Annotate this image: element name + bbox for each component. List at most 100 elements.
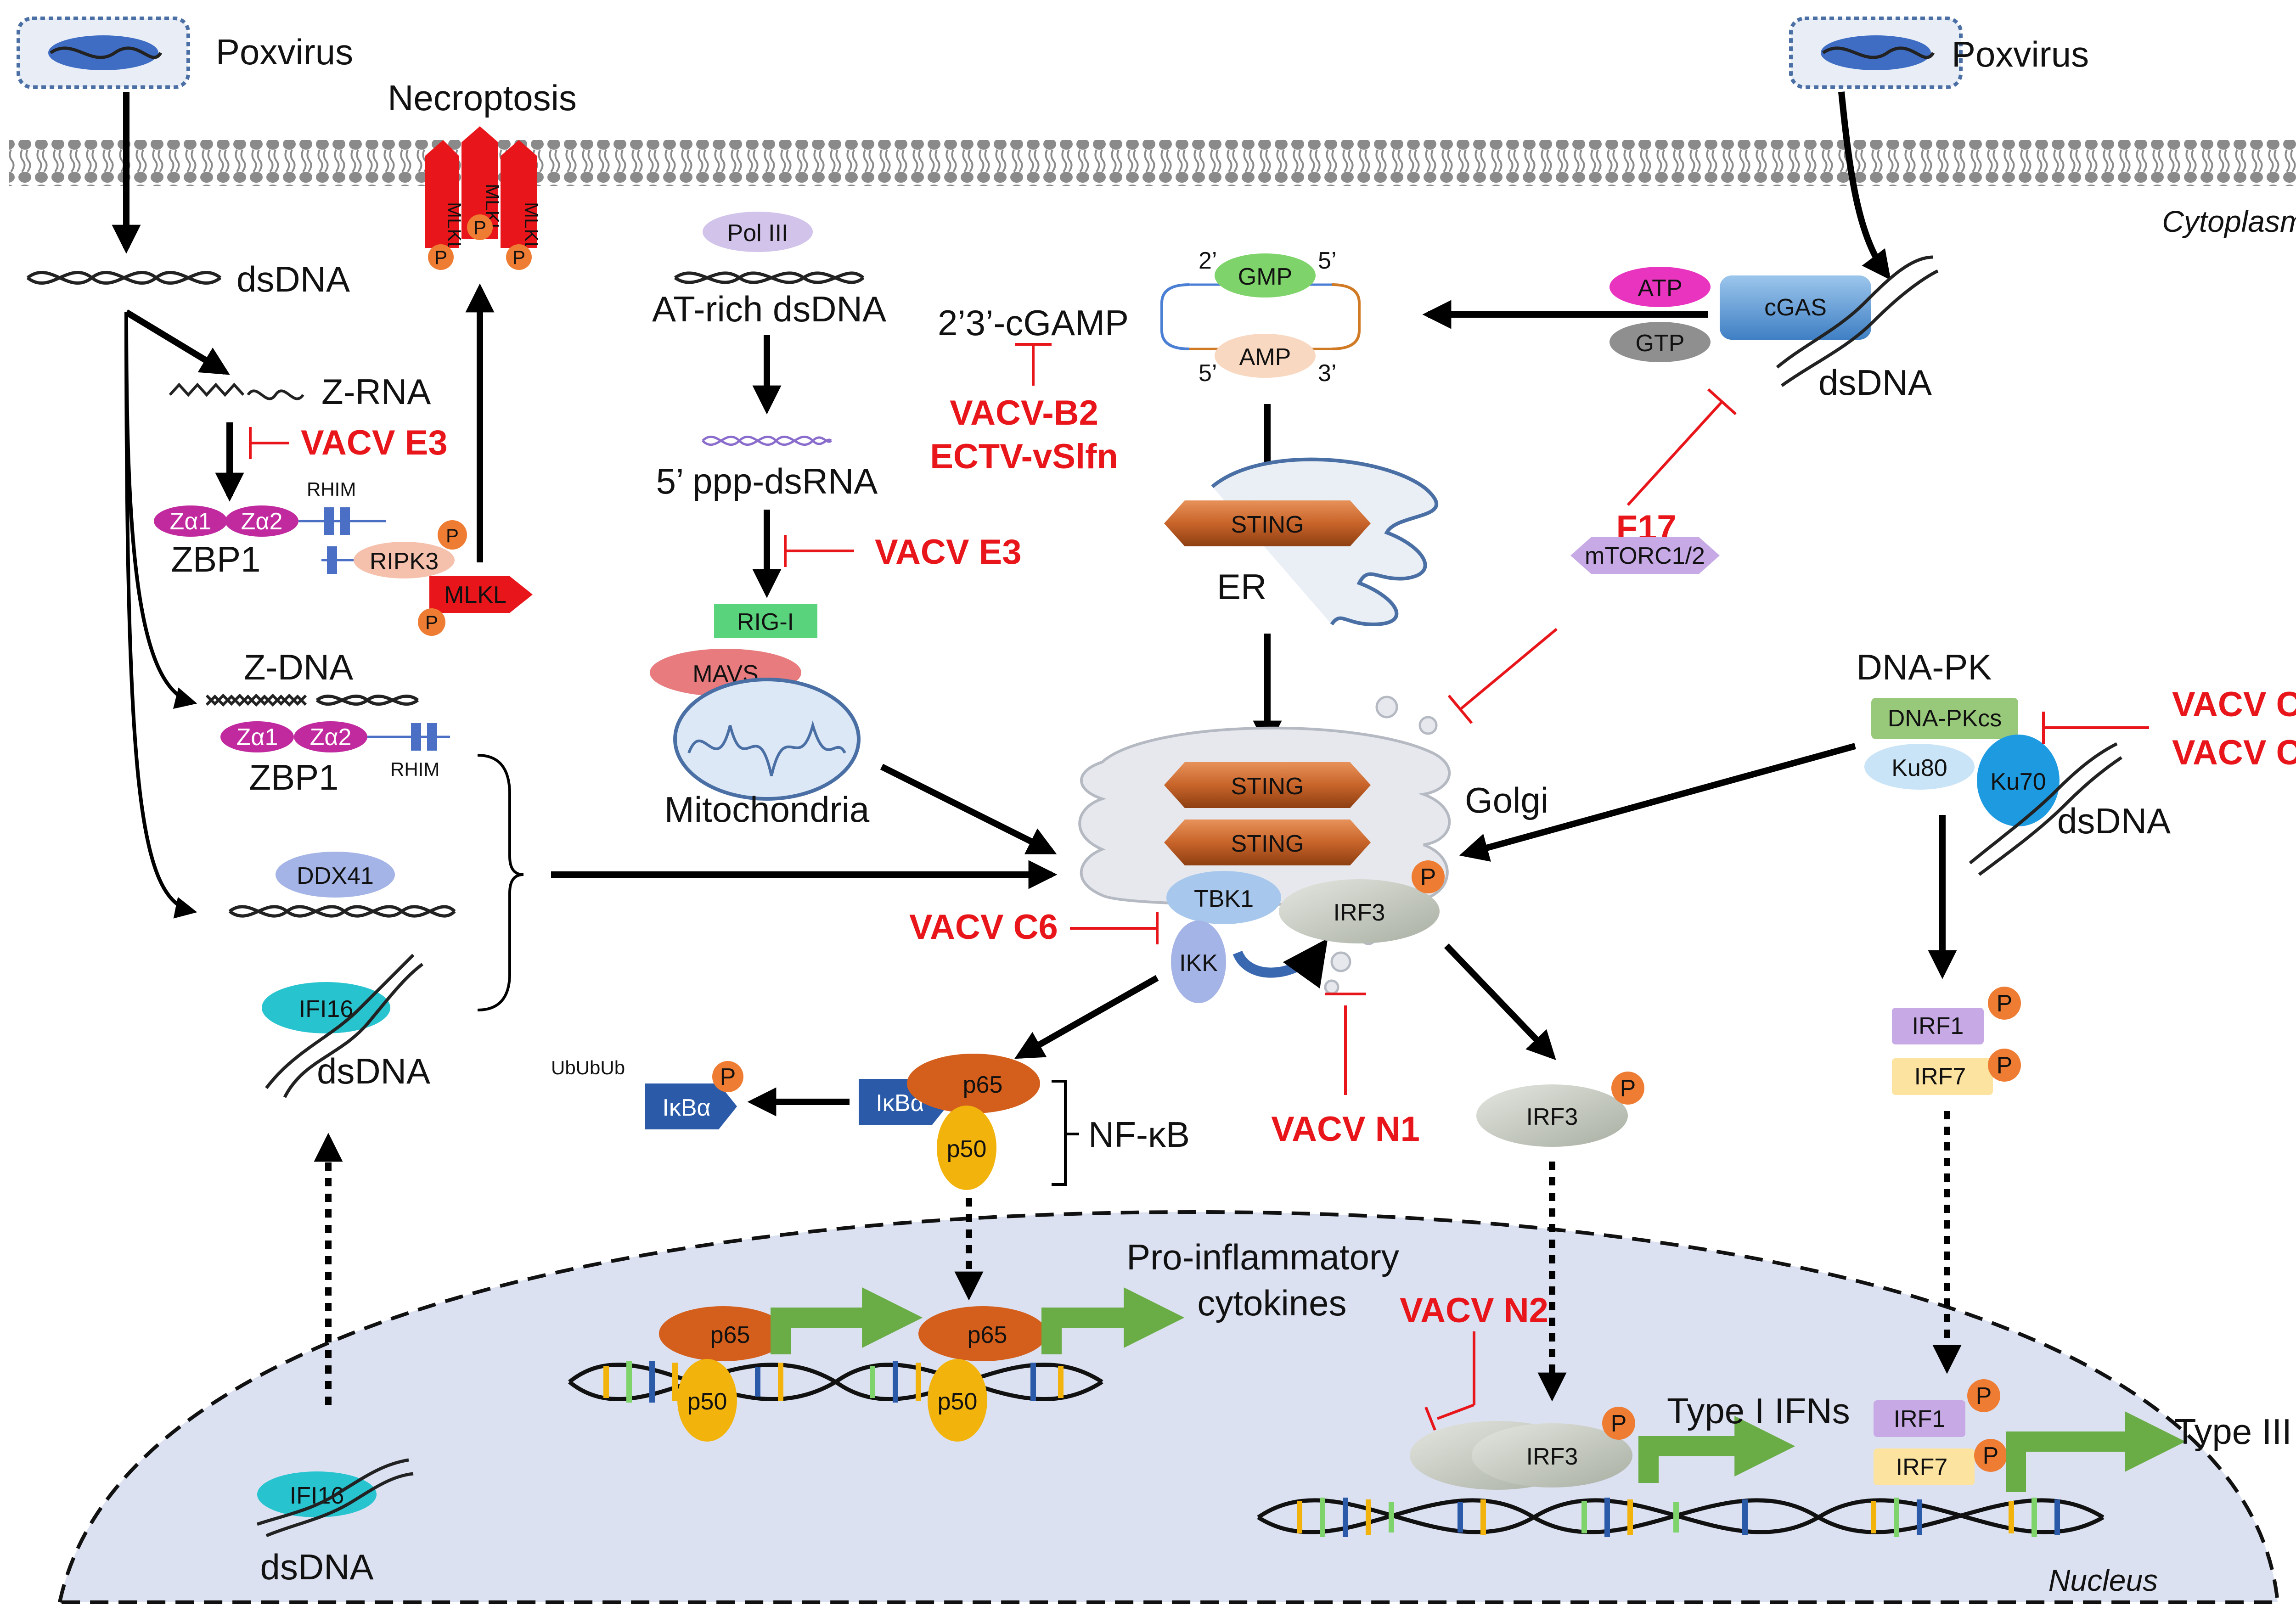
arrow-mavs-to-sting (880, 763, 1057, 855)
svg-text:IRF3: IRF3 (1526, 1443, 1578, 1470)
vacv-b2-label: VACV-B2 (950, 393, 1098, 432)
plasma-membrane: Cytoplasm (9, 140, 2296, 238)
svg-text:Zα2: Zα2 (241, 508, 283, 535)
ifi16-cytoplasm-dsdna-label: dsDNA (317, 1051, 430, 1091)
dna-pk-label: DNA-PK (1857, 647, 1992, 687)
svg-text:UbUbUb: UbUbUb (551, 1057, 625, 1078)
z-rna: Z-RNA (169, 371, 431, 412)
at-rich-dsdna-label: AT-rich dsDNA (652, 289, 886, 329)
pro-inflammatory-label-2: cytokines (1197, 1283, 1346, 1323)
cytoplasm-label: Cytoplasm (2162, 204, 2296, 238)
svg-text:5’: 5’ (1318, 247, 1336, 274)
sting-golgi-1: STING (1164, 762, 1371, 808)
svg-text:p50: p50 (938, 1388, 978, 1415)
vacv-c6-label: VACV C6 (909, 908, 1058, 947)
dna-pk: DNA-PK DNA-PKcs Ku80 Ku70 dsDNA (1857, 647, 2171, 876)
dna-pk-dsdna-label: dsDNA (2057, 801, 2171, 841)
ikba-ubiquitinated: IκBα P UbUbUb (551, 1057, 743, 1129)
ifi16-nucleus-dsdna-label: dsDNA (260, 1547, 373, 1587)
er-label: ER (1217, 567, 1266, 607)
ppp-dsrna: 5’ ppp-dsRNA (656, 435, 878, 501)
svg-text:P: P (1997, 990, 2013, 1017)
svg-text:RHIM: RHIM (390, 758, 439, 780)
svg-text:IRF7: IRF7 (1914, 1063, 1966, 1090)
ectv-vslfn-label: ECTV-vSlfn (930, 437, 1118, 476)
cgas-dsdna-label: dsDNA (1818, 362, 1932, 403)
arrow-irf3-to-free-irf3 (1444, 943, 1556, 1061)
svg-text:2’: 2’ (1199, 247, 1217, 274)
svg-text:RIG-I: RIG-I (737, 609, 794, 635)
sting-golgi-2: STING (1164, 820, 1371, 865)
svg-text:AMP: AMP (1239, 344, 1291, 370)
sting-er: STING (1164, 500, 1371, 546)
z-dna-label: Z-DNA (244, 647, 353, 687)
svg-text:3’: 3’ (1318, 360, 1336, 387)
zbp1-bottom: Zα1 Zα2 RHIM ZBP1 (220, 721, 450, 797)
svg-text:P: P (1611, 1410, 1627, 1437)
vacv-n1-label: VACV N1 (1271, 1110, 1420, 1149)
arrow-poxvirus-to-cgas (1838, 91, 1891, 281)
svg-text:5’: 5’ (1199, 360, 1217, 387)
green-arrow-nfkb-2 (1041, 1287, 1185, 1354)
vacv-c6-inhibitor: VACV C6 (909, 908, 1159, 947)
svg-text:MLKL: MLKL (444, 582, 506, 608)
svg-text:p50: p50 (947, 1136, 987, 1162)
irf3-golgi: IRF3 P (1279, 860, 1445, 943)
svg-text:P: P (1420, 864, 1436, 891)
tbk1: TBK1 (1166, 871, 1281, 924)
ifi16-nucleus: IFI16 dsDNA (256, 1458, 414, 1587)
necroptosis-label: Necroptosis (388, 78, 577, 118)
dsdna-left-top-label: dsDNA (236, 259, 350, 299)
svg-text:P: P (1983, 1443, 1999, 1469)
arrow-ikk-to-nfkb (1014, 975, 1159, 1059)
svg-text:Zα2: Zα2 (310, 724, 352, 751)
svg-text:P: P (446, 525, 459, 546)
vacv-b2-inhibitor: VACV-B2 ECTV-vSlfn (930, 343, 1118, 476)
nfkb-dna-bound-2: p65 p50 (918, 1306, 1047, 1442)
ddx41: DDX41 (228, 852, 456, 918)
pol3: Pol III AT-rich dsDNA (652, 212, 886, 329)
vacv-e3-label-2: VACV E3 (875, 533, 1022, 572)
irf1-irf7-cytoplasm: IRF1 P IRF7 P (1892, 987, 2021, 1095)
nuclear-dna-left (568, 1361, 1103, 1403)
poxvirus-right-label: Poxvirus (1952, 34, 2089, 74)
arrow-dsdna-to-ddx41 (124, 312, 197, 919)
z-rna-label: Z-RNA (321, 371, 431, 412)
ppp-dsrna-label: 5’ ppp-dsRNA (656, 461, 878, 501)
ripk3: RIPK3 P (321, 520, 467, 578)
green-arrow-nfkb-1 (771, 1287, 923, 1354)
cgamp: GMP AMP 2’ 5’ 5’ 3’ 2’3’-cGAMP (938, 247, 1361, 387)
svg-text:P: P (1620, 1075, 1636, 1102)
svg-text:RHIM: RHIM (307, 478, 356, 500)
type1-ifns-label: Type I IFNs (1667, 1391, 1850, 1431)
mlkl-pore: Necroptosis MLKL MLKL MLKL P P P (388, 78, 577, 270)
arrow-dsdna-to-zrna (124, 309, 230, 375)
vacv-e3-label-1: VACV E3 (301, 423, 448, 462)
nfkb-label: NF-κB (1088, 1114, 1190, 1155)
svg-text:TBK1: TBK1 (1194, 886, 1254, 912)
svg-text:Ku70: Ku70 (1990, 769, 2046, 795)
f17-inhibitor: F17 mTORC1/2 (1447, 388, 1737, 724)
nfkb-complex: IκBα p65 p50 NF-κB (859, 1054, 1190, 1190)
dsdna-left-top: dsDNA (26, 259, 350, 299)
svg-text:Ku80: Ku80 (1891, 755, 1947, 781)
svg-text:P: P (1976, 1383, 1992, 1409)
vacv-c4-label: VACV C4 (2172, 685, 2296, 724)
svg-text:p50: p50 (687, 1388, 727, 1415)
zbp1-bottom-label: ZBP1 (249, 757, 338, 797)
ikk: IKK (1171, 921, 1226, 1003)
mitochondria: Mitochondria (664, 678, 870, 830)
irf3-free: IRF3 P (1476, 1072, 1644, 1147)
svg-text:Zα1: Zα1 (236, 724, 278, 751)
ifi16-cytoplasm: IFI16 dsDNA (262, 954, 430, 1098)
svg-text:MLKL: MLKL (444, 202, 465, 253)
tbk1-irf3-arrow (1232, 938, 1328, 989)
svg-text:ATP: ATP (1638, 275, 1682, 302)
svg-text:Zα1: Zα1 (170, 508, 212, 535)
svg-text:IKK: IKK (1179, 950, 1218, 977)
svg-text:IRF1: IRF1 (1894, 1406, 1946, 1432)
poxvirus-left-label: Poxvirus (216, 32, 353, 72)
z-dna: Z-DNA (205, 647, 419, 707)
vacv-n2-label: VACV N2 (1400, 1291, 1548, 1330)
